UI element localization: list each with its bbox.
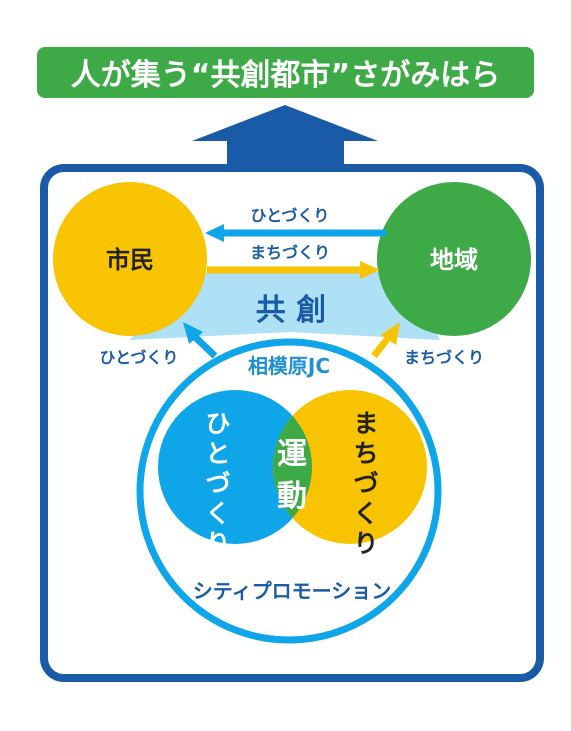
venn-right-circle: [273, 390, 427, 544]
region-label: 地域: [430, 246, 478, 274]
up-arrow-icon: [192, 105, 378, 166]
venn-left-text: ひ と づ く り: [205, 409, 230, 558]
city-promotion-label: シティプロモーション: [193, 579, 391, 603]
venn-middle-text: 運 動: [277, 437, 307, 514]
arrow-line-right: [371, 335, 391, 359]
arrow-middle-label: まちづくり: [250, 243, 330, 262]
region-circle: [377, 182, 531, 336]
arrow-up-left-icon: [183, 322, 203, 344]
venn-right-char: ま: [353, 409, 378, 438]
citizens-label: 市民: [106, 246, 154, 274]
arrow-top-label: ひとづくり: [251, 206, 330, 225]
arrow-right-label: まちづくり: [404, 348, 484, 367]
venn-middle-char: 運: [277, 437, 307, 472]
jc-label: 相模原JC: [248, 354, 330, 378]
venn-right-char: づ: [353, 469, 378, 498]
arrow-left-label: ひとづくり: [100, 348, 179, 367]
venn-right-text: ま ち づ く り: [353, 409, 378, 558]
title-banner: [37, 47, 534, 98]
arrow-up-right-icon: [381, 322, 400, 345]
arrow-left-icon: [205, 224, 224, 242]
venn-left-char: ひ: [205, 409, 230, 438]
arrow-right-icon: [360, 261, 380, 279]
venn-left-circle: [158, 390, 312, 544]
venn-middle-char: 動: [277, 479, 307, 514]
venn-right-char: く: [353, 499, 378, 528]
collaboration-label: 共 創: [256, 293, 326, 328]
venn-right-char: ち: [353, 439, 378, 468]
arrow-line-left: [191, 333, 218, 359]
venn-right-char: り: [353, 529, 378, 558]
venn-left-char: と: [205, 439, 230, 468]
venn-left-char: く: [205, 499, 230, 528]
venn-left-char: づ: [205, 469, 230, 498]
title-text: 人が集う“共創都市”さがみはら: [71, 58, 500, 93]
citizens-circle: [53, 182, 207, 336]
venn-left-char: り: [205, 529, 230, 558]
collaboration-band: [130, 272, 440, 340]
